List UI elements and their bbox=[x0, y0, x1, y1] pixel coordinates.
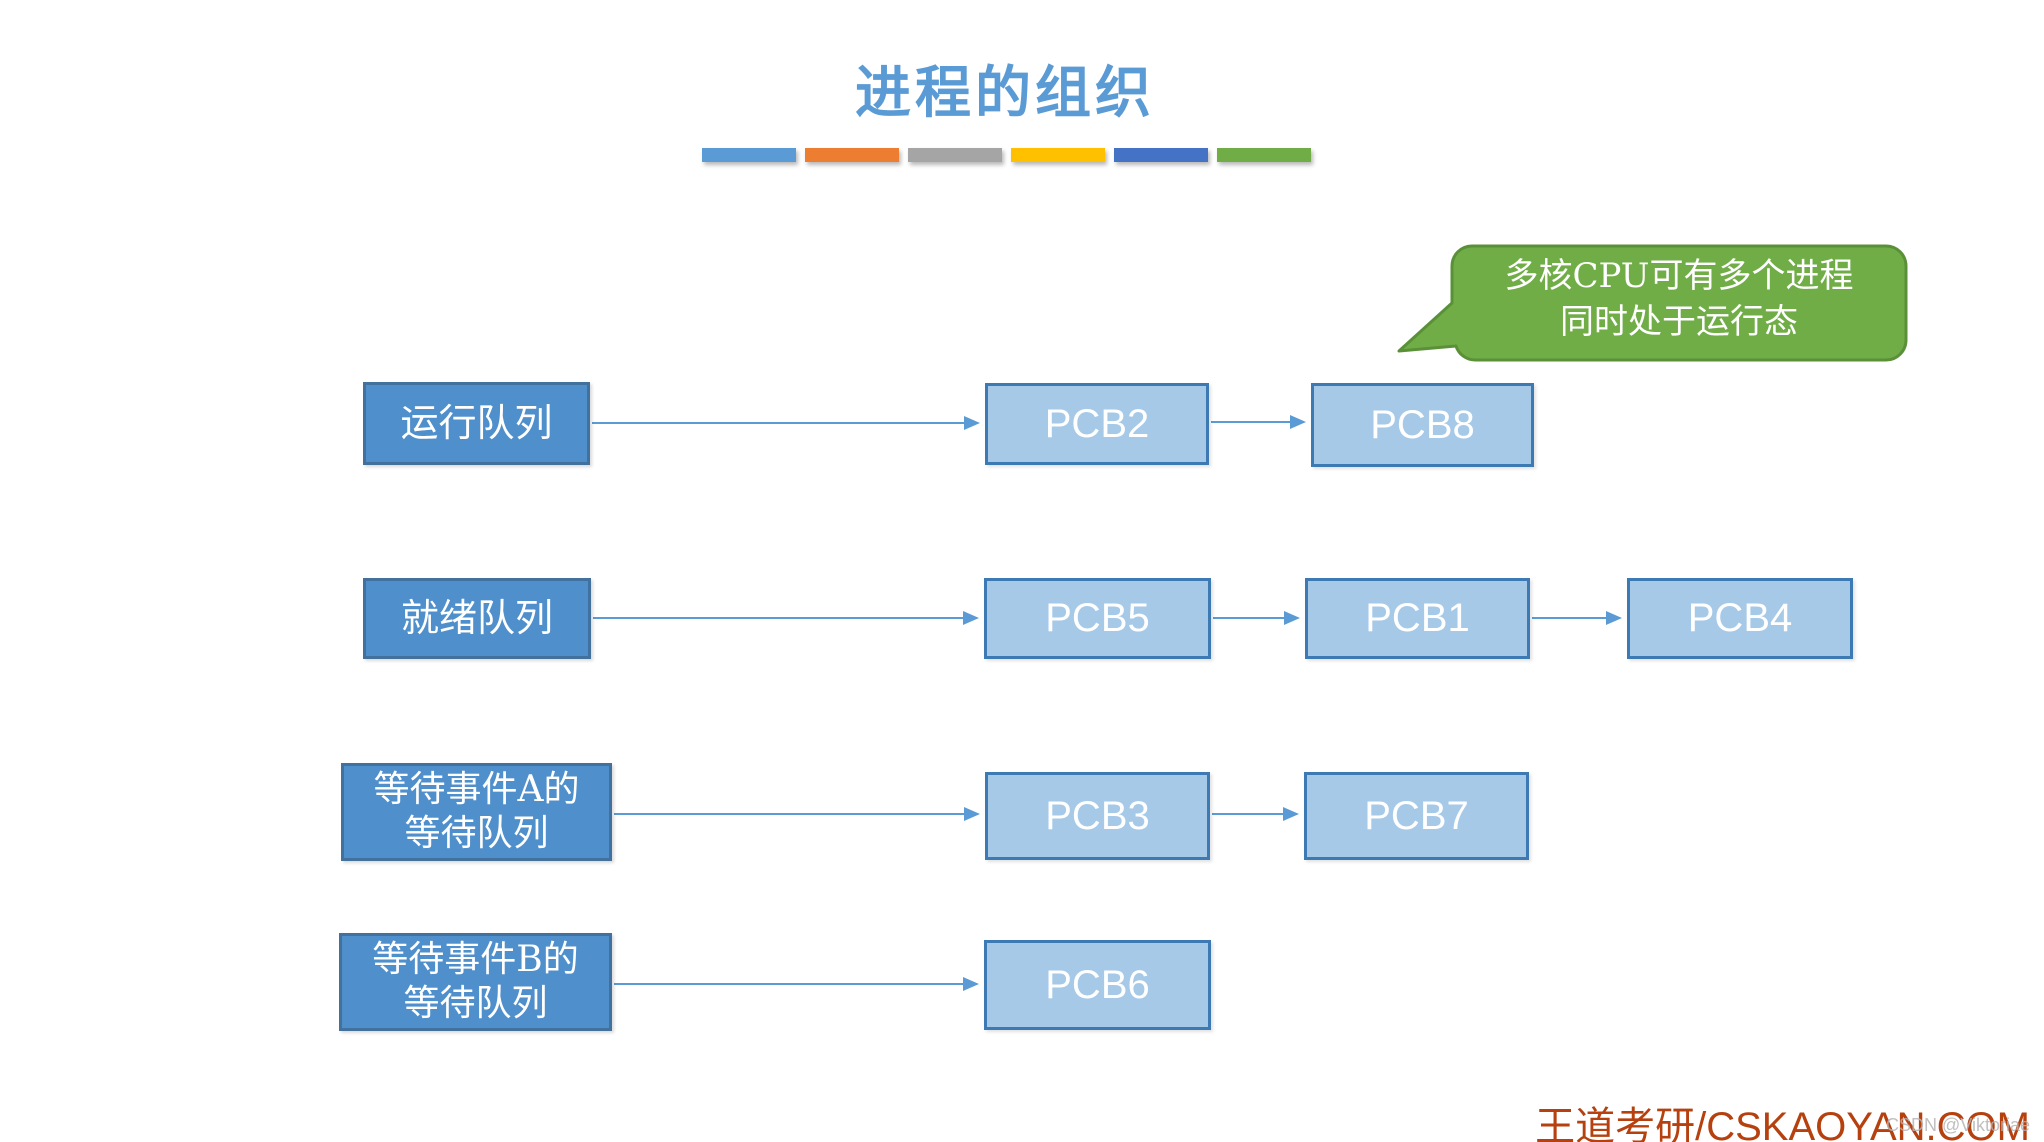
node-pcb4: PCB4 bbox=[1627, 578, 1853, 659]
divider-bar-green bbox=[1217, 148, 1311, 162]
divider-bar-gray bbox=[908, 148, 1002, 162]
page-title: 进程的组织 bbox=[855, 60, 1155, 126]
callout-line-1: 多核CPU可有多个进程 bbox=[1504, 256, 1854, 296]
queue-box-wait-a-line1: 等待事件A的 bbox=[373, 769, 580, 811]
queue-box-ready: 就绪队列 bbox=[363, 578, 591, 659]
callout-line-2: 同时处于运行态 bbox=[1560, 301, 1798, 342]
node-pcb2: PCB2 bbox=[985, 383, 1209, 465]
callout-text: 多核CPU可有多个进程 同时处于运行态 bbox=[1452, 254, 1906, 346]
title-divider bbox=[702, 148, 1311, 162]
node-pcb8: PCB8 bbox=[1311, 383, 1534, 467]
queue-box-wait-event-b: 等待事件B的 等待队列 bbox=[339, 933, 612, 1031]
queue-box-ready-label: 就绪队列 bbox=[400, 596, 553, 641]
queue-box-wait-event-a: 等待事件A的 等待队列 bbox=[341, 763, 612, 861]
divider-bar-gold bbox=[1011, 148, 1105, 162]
brand-watermark: 王道考研/CSKAOYAN.COM bbox=[1535, 1105, 2030, 1142]
queue-box-wait-a-line2: 等待队列 bbox=[404, 813, 549, 854]
queue-box-running-label: 运行队列 bbox=[400, 401, 553, 446]
divider-bar-blue bbox=[702, 148, 796, 162]
queue-box-wait-b-line2: 等待队列 bbox=[403, 983, 548, 1024]
node-pcb1: PCB1 bbox=[1305, 578, 1530, 659]
callout-bubble bbox=[1397, 244, 1908, 362]
divider-bar-navy bbox=[1114, 148, 1208, 162]
node-pcb3: PCB3 bbox=[985, 772, 1210, 860]
node-pcb5: PCB5 bbox=[984, 578, 1211, 659]
queue-box-running: 运行队列 bbox=[363, 382, 590, 465]
node-pcb7: PCB7 bbox=[1304, 772, 1529, 860]
csdn-user-watermark: CSDN @Viktoriae bbox=[1886, 1115, 2030, 1135]
node-pcb6: PCB6 bbox=[984, 940, 1211, 1030]
queue-box-wait-b-line1: 等待事件B的 bbox=[372, 939, 579, 981]
divider-bar-orange bbox=[805, 148, 899, 162]
